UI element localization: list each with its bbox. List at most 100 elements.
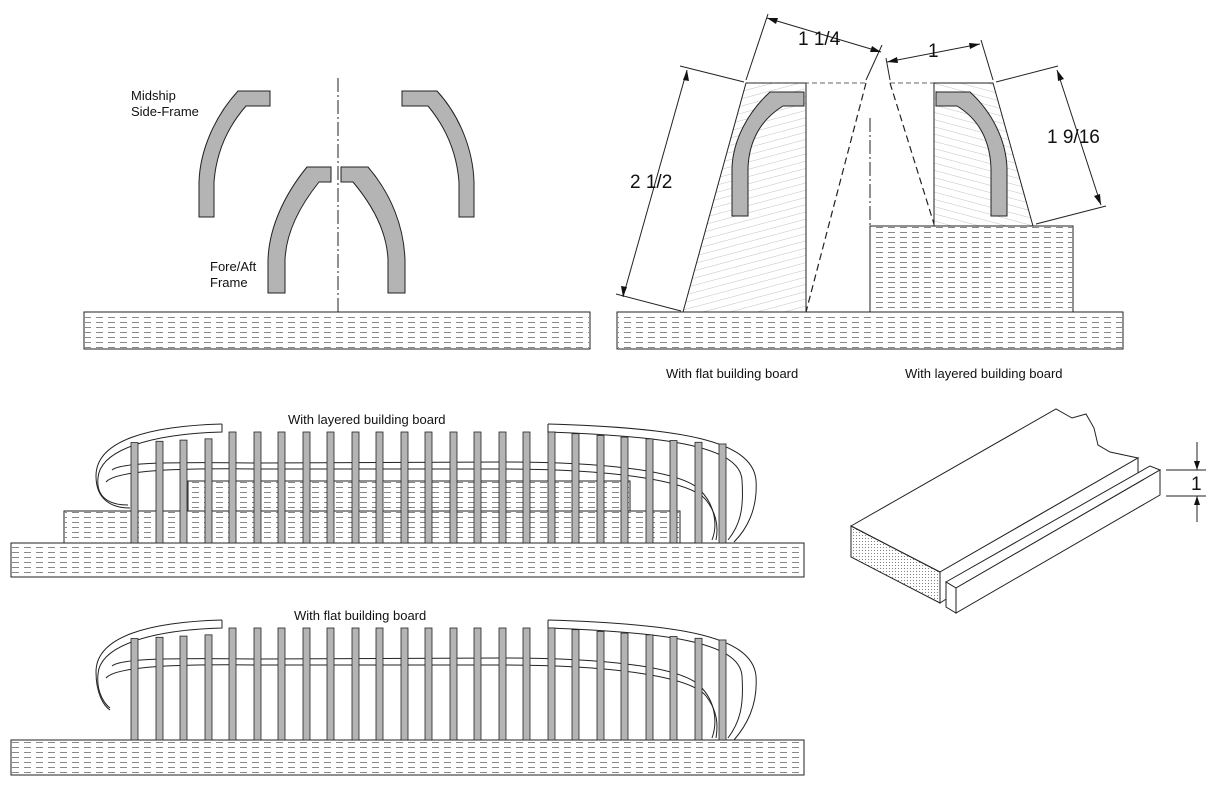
layered-assembly-caption: With layered building board: [288, 412, 446, 427]
dim-height-right-label: 1 9/16: [1047, 127, 1100, 148]
hidden-edge-line: [805, 82, 867, 313]
layered-board-assembly: With layered building board: [10, 412, 805, 578]
frame-rib: [326, 627, 335, 741]
right-jig-frame: [935, 91, 1008, 217]
foreaft-label-line2: Frame: [210, 275, 248, 290]
midship-frame-left: [198, 90, 271, 218]
frame-rib: [400, 627, 409, 741]
frame-rib: [669, 440, 678, 544]
building-board-top-right: [616, 311, 1124, 350]
frame-rib: [547, 431, 556, 544]
dim-strip-thickness-label: 1: [1191, 474, 1202, 495]
frame-rib: [522, 627, 531, 741]
frame-rib: [155, 440, 164, 544]
layered-board-caption: With layered building board: [905, 366, 1063, 381]
frame-rib: [179, 635, 188, 741]
frame-rib: [375, 627, 384, 741]
midship-label-line1: Midship: [131, 88, 176, 103]
frame-rib: [228, 431, 237, 544]
frame-rib: [694, 441, 703, 544]
frame-rib: [547, 627, 556, 741]
dim-top-width-right-label: 1: [928, 41, 939, 62]
frame-rib: [130, 442, 139, 544]
dim-height-left: [615, 65, 745, 312]
frame-rib: [596, 631, 605, 741]
frame-rib: [473, 431, 482, 544]
frame-rib: [522, 431, 531, 544]
frame-rib: [571, 629, 580, 741]
building-board-top-left: [83, 311, 591, 350]
frame-rib: [449, 627, 458, 741]
frame-rib: [155, 636, 164, 741]
left-jig-frame: [731, 91, 805, 217]
foreaft-label-line1: Fore/Aft: [210, 259, 257, 274]
frame-rib: [400, 431, 409, 544]
foreaft-frame-left: [267, 166, 332, 294]
frame-rib: [228, 627, 237, 741]
frame-rib: [424, 431, 433, 544]
frame-shapes-view: Midship Side-Frame Fore/Aft Frame: [83, 78, 591, 350]
frame-rib: [179, 439, 188, 544]
dim-strip-thickness: [1166, 442, 1206, 522]
hidden-edge-line-2: [889, 82, 935, 225]
frames-flat: [130, 627, 727, 741]
flat-hull-plank-outer-3: [547, 619, 757, 741]
hull-sheer-line: [111, 461, 716, 541]
frame-rib: [302, 431, 311, 544]
frame-rib: [424, 627, 433, 741]
dim-height-left-label: 2 1/2: [630, 172, 672, 193]
frame-rib: [645, 438, 654, 544]
frame-rib: [277, 431, 286, 544]
midship-frame-right: [401, 90, 475, 218]
hull-plank-outer-3: [547, 423, 757, 543]
flat-hull-plank-outer-2: [95, 619, 223, 711]
frames-layered: [130, 431, 727, 544]
frame-rib: [571, 433, 580, 544]
midship-label-line2: Side-Frame: [131, 104, 199, 119]
frame-rib: [130, 638, 139, 741]
hull-plank-outer: [97, 424, 743, 541]
frame-rib: [253, 627, 262, 741]
frame-rib: [302, 627, 311, 741]
hull-plank-outer-2: [95, 423, 223, 509]
foreaft-frame-right: [340, 166, 406, 294]
frame-rib: [498, 431, 507, 544]
flat-assembly-caption: With flat building board: [294, 608, 426, 623]
strip-end-face: [945, 581, 957, 614]
frame-rib: [718, 639, 727, 741]
frame-rib: [620, 632, 629, 741]
board-isometric-view: 1: [849, 408, 1206, 614]
flat-board-caption: With flat building board: [666, 366, 798, 381]
frame-rib: [204, 634, 213, 741]
frame-rib: [204, 438, 213, 544]
frame-rib: [498, 627, 507, 741]
frame-rib: [645, 634, 654, 741]
frame-rib: [694, 637, 703, 741]
frame-rib: [449, 431, 458, 544]
frame-rib: [351, 431, 360, 544]
dim-height-right: [995, 65, 1107, 225]
hull-sheer-line-2: [105, 468, 718, 541]
frame-rib: [351, 627, 360, 741]
right-jig-block: [933, 82, 1034, 227]
flat-board-assembly: With flat building board: [10, 608, 805, 776]
flat-board-base: [10, 739, 805, 776]
dim-top-width: [745, 13, 883, 81]
flat-hull-plank-outer: [97, 620, 743, 739]
frame-rib: [669, 636, 678, 741]
jig-dimension-view: 1 1/4 1 2 1/2 1 9/16 With flat: [615, 13, 1124, 381]
frame-rib: [718, 443, 727, 544]
board-layer-top: [187, 480, 631, 512]
frame-rib: [596, 435, 605, 544]
flat-hull-sheer-line: [111, 657, 716, 739]
dim-top-width-right: [885, 39, 994, 81]
frame-rib: [375, 431, 384, 544]
frame-rib: [473, 627, 482, 741]
frame-rib: [620, 436, 629, 544]
frame-rib: [277, 627, 286, 741]
frame-rib: [253, 431, 262, 544]
dim-top-width-label: 1 1/4: [798, 29, 841, 50]
frame-rib: [326, 431, 335, 544]
layered-riser-block: [869, 225, 1074, 313]
